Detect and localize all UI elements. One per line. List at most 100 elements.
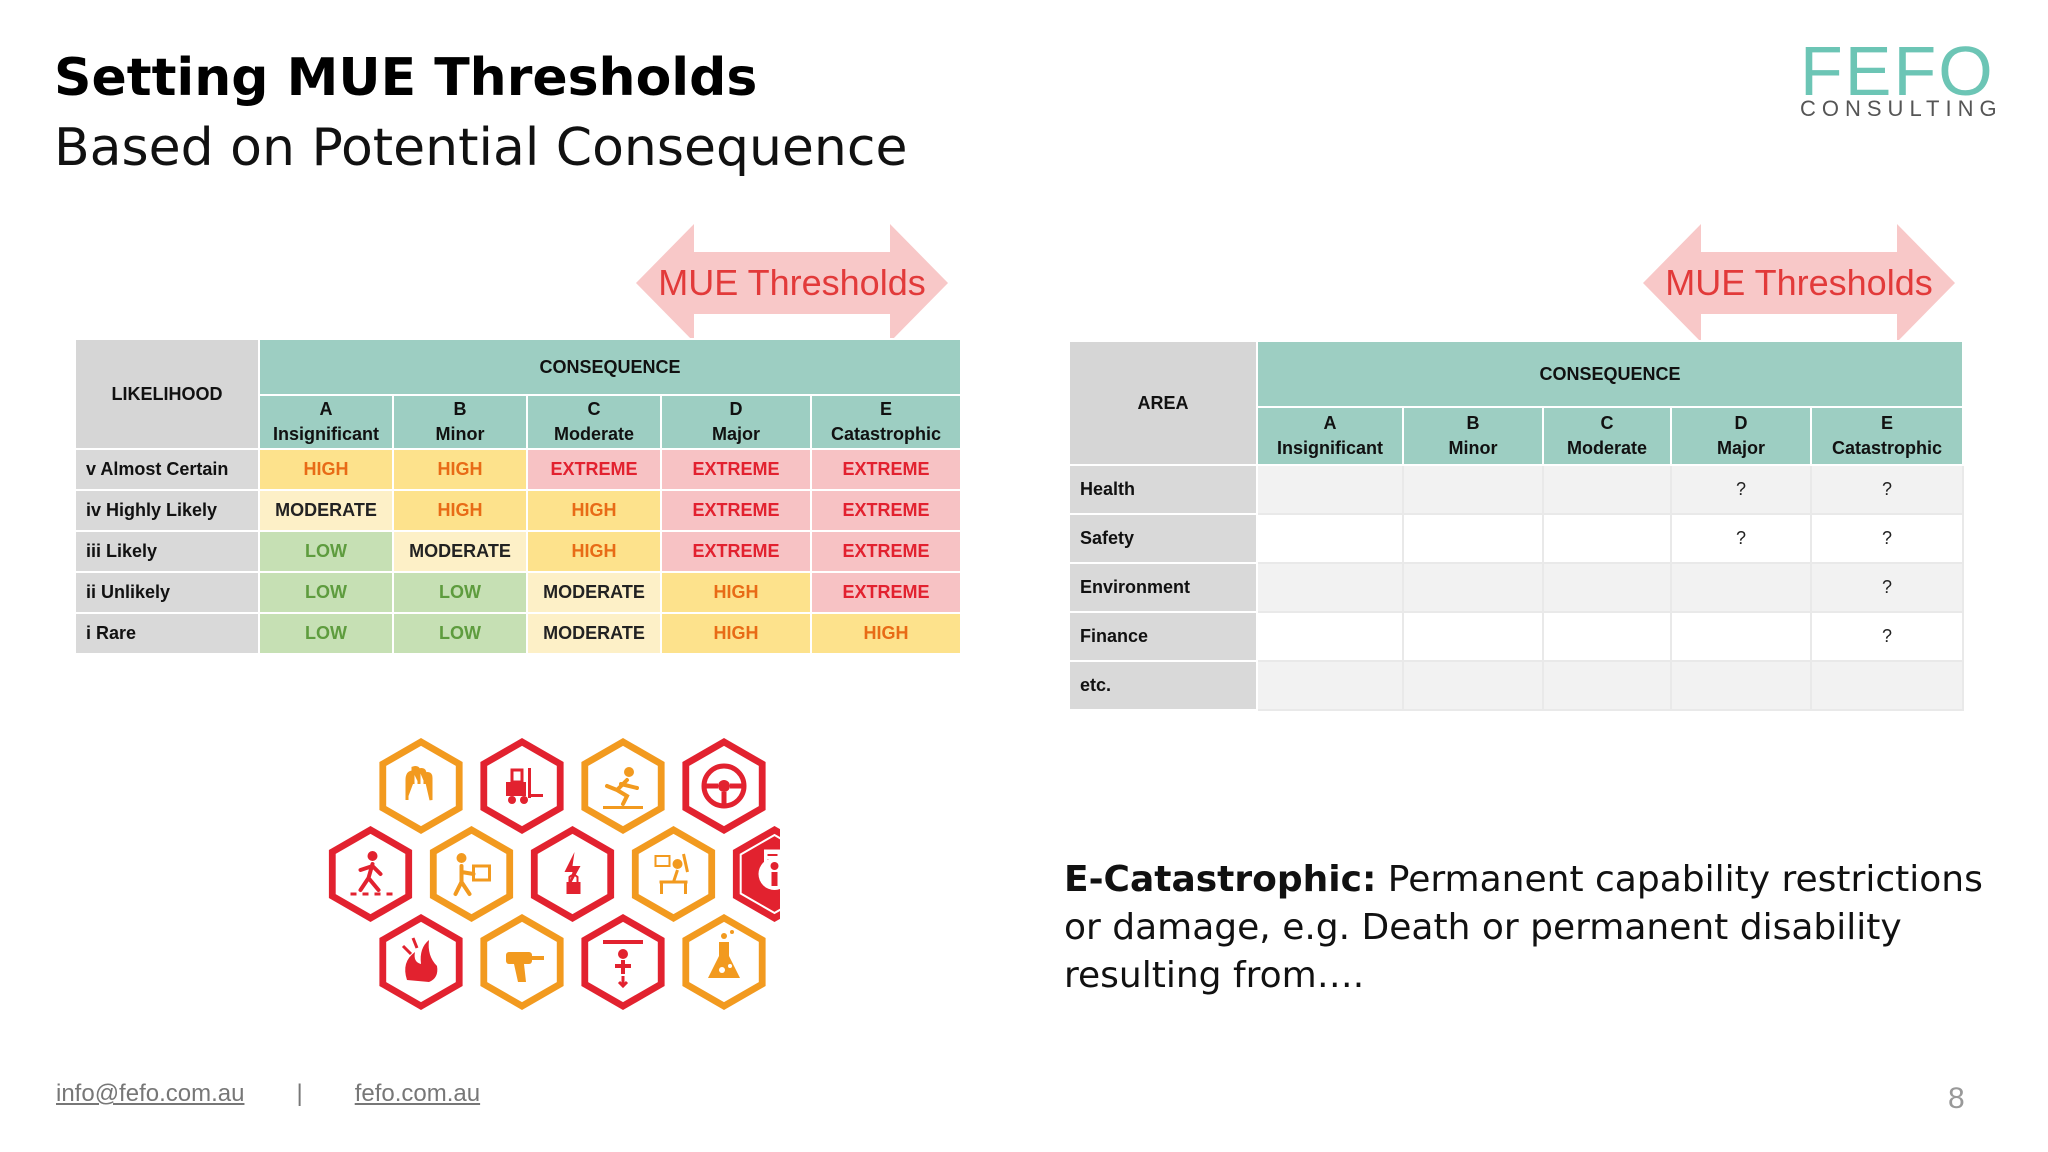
manual-handling-icon [429, 826, 514, 922]
threshold-cell[interactable]: ? [1670, 513, 1812, 564]
table-row: etc. [1068, 660, 1965, 711]
column-name: Major [1716, 438, 1765, 458]
area-label: etc. [1068, 660, 1258, 711]
slide-subtitle: Based on Potential Consequence [54, 118, 908, 178]
threshold-cell[interactable] [1542, 660, 1672, 711]
mue-threshold-label: MUE Thresholds [658, 262, 926, 303]
threshold-cell[interactable] [1542, 611, 1672, 662]
threshold-cell[interactable] [1670, 611, 1812, 662]
threshold-cell[interactable] [1670, 660, 1812, 711]
double-arrow-icon [1643, 224, 1955, 342]
risk-rating-cell: LOW [392, 612, 528, 655]
column-name: Insignificant [272, 424, 379, 444]
column-letter: D [729, 399, 743, 419]
threshold-cell[interactable]: ? [1809, 611, 1965, 662]
risk-rating-cell: EXTREME [660, 448, 812, 491]
area-label: Safety [1068, 513, 1258, 564]
threshold-cell[interactable] [1256, 611, 1404, 662]
threshold-cell[interactable]: ? [1809, 464, 1965, 515]
risk-rating-cell: HIGH [392, 489, 528, 532]
risk-rating-cell: MODERATE [526, 571, 662, 614]
threshold-cell[interactable] [1256, 562, 1404, 613]
mue-threshold-label: MUE Thresholds [1665, 262, 1933, 303]
column-letter: A [1323, 413, 1337, 433]
risk-rating-cell: EXTREME [526, 448, 662, 491]
chemical-flask-icon [682, 914, 766, 1010]
threshold-cell[interactable]: ? [1809, 562, 1965, 613]
consequence-column-a: A Insignificant [258, 394, 394, 450]
gloves-icon [379, 738, 463, 834]
power-drill-icon [480, 914, 564, 1010]
column-name: Moderate [1566, 438, 1647, 458]
column-letter: E [880, 399, 893, 419]
consequence-column-e: E Catastrophic [809, 394, 963, 450]
column-letter: A [319, 399, 333, 419]
risk-rating-cell: MODERATE [258, 489, 394, 532]
risk-rating-cell: EXTREME [660, 489, 812, 532]
threshold-cell[interactable] [1542, 562, 1672, 613]
column-name: Minor [1448, 438, 1498, 458]
threshold-cell[interactable] [1256, 513, 1404, 564]
fall-hazard-icon [581, 914, 665, 1010]
threshold-cell[interactable] [1402, 562, 1544, 613]
email-link[interactable]: info@fefo.com.au [56, 1080, 245, 1107]
slide-title: Setting MUE Thresholds [54, 48, 758, 108]
column-letter: E [1881, 413, 1894, 433]
threshold-cell[interactable] [1256, 464, 1404, 515]
likelihood-label: iv Highly Likely [74, 489, 260, 532]
threshold-cell[interactable] [1402, 660, 1544, 711]
threshold-cell[interactable] [1402, 513, 1544, 564]
slip-icon [581, 738, 665, 834]
threshold-cell[interactable] [1402, 611, 1544, 662]
risk-rating-cell: HIGH [526, 530, 662, 573]
threshold-cell[interactable] [1542, 464, 1672, 515]
consequence-column-e: E Catastrophic [1809, 406, 1965, 466]
double-arrow-icon [636, 224, 948, 342]
column-name: Moderate [553, 424, 634, 444]
table-row: Finance? [1068, 611, 1965, 662]
workstation-icon [631, 826, 716, 922]
footer: info@fefo.com.au|fefo.com.au [56, 1080, 480, 1108]
area-label: Health [1068, 464, 1258, 515]
risk-rating-cell: EXTREME [809, 489, 963, 532]
risk-rating-cell: HIGH [526, 489, 662, 532]
catastrophic-definition: E-Catastrophic: Permanent capability res… [1064, 856, 2024, 1000]
column-name: Catastrophic [1832, 438, 1943, 458]
steering-wheel-icon [682, 738, 766, 834]
risk-rating-cell: EXTREME [660, 530, 812, 573]
threshold-cell[interactable] [1256, 660, 1404, 711]
risk-rating-cell: HIGH [660, 612, 812, 655]
column-name: Catastrophic [831, 424, 942, 444]
table-row: Safety?? [1068, 513, 1965, 564]
consequence-column-d: D Major [660, 394, 812, 450]
threshold-cell[interactable] [1670, 562, 1812, 613]
column-name: Major [711, 424, 760, 444]
risk-rating-cell: EXTREME [809, 448, 963, 491]
threshold-cell[interactable] [1402, 464, 1544, 515]
column-name: Minor [435, 424, 485, 444]
threshold-cell[interactable] [1542, 513, 1672, 564]
definition-text: Permanent capability restrictions or dam… [1064, 859, 1983, 996]
risk-rating-cell: LOW [392, 571, 528, 614]
likelihood-header: LIKELIHOOD [74, 338, 260, 450]
threshold-cell[interactable]: ? [1670, 464, 1812, 515]
threshold-cell[interactable] [1809, 660, 1965, 711]
threshold-cell[interactable]: ? [1809, 513, 1965, 564]
consequence-header: CONSEQUENCE [257, 338, 963, 396]
fefo-logo: FEFO CONSULTING [1800, 32, 1997, 126]
risk-rating-cell: HIGH [809, 612, 963, 655]
logo-wordmark: FEFO [1800, 32, 1995, 110]
website-link[interactable]: fefo.com.au [354, 1080, 481, 1107]
mue-threshold-arrow-right: MUE Thresholds [1643, 224, 1955, 342]
likelihood-label: ii Unlikely [74, 571, 260, 614]
